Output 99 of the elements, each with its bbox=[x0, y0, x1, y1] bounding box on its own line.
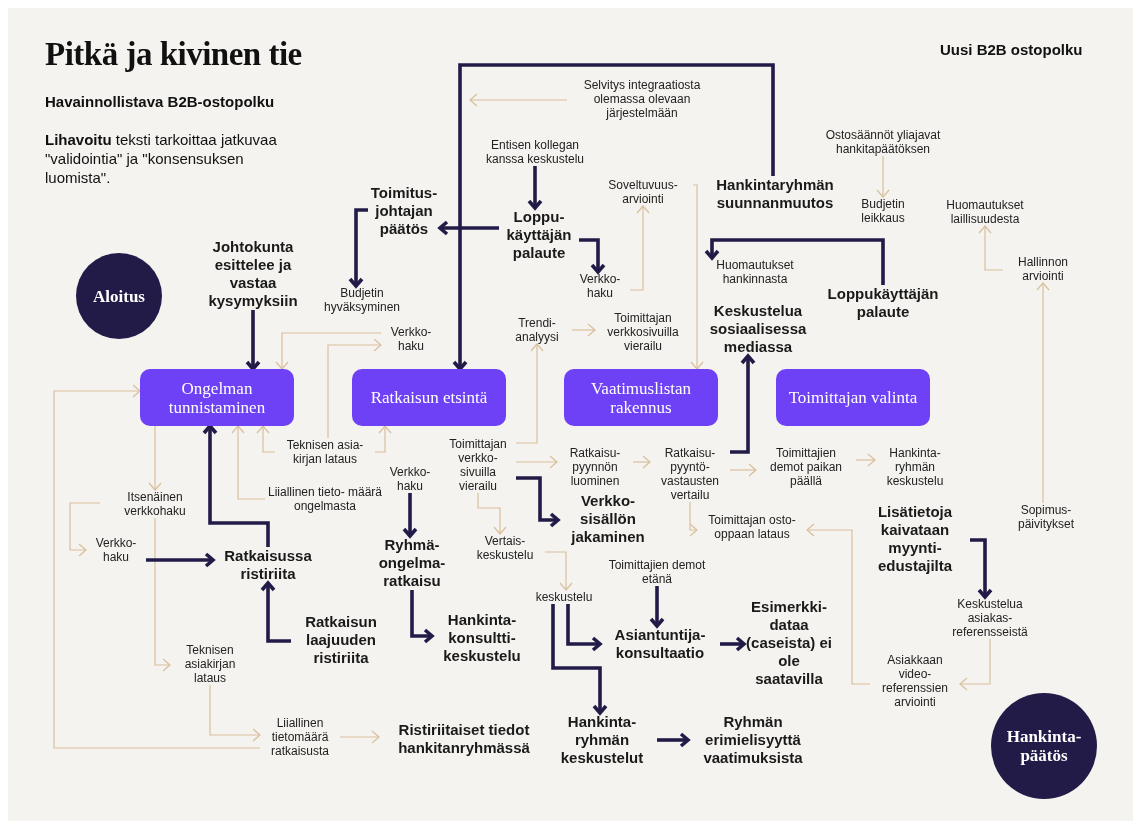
note-text: Lihavoitu teksti tarkoittaa jatkuvaa "validointia" ja "konsensuksen luomista". bbox=[45, 130, 278, 187]
step-text: Vertais- keskustelu bbox=[465, 534, 545, 562]
step-text: Selvitys integraatiosta olemassa olevaan järjestelmään bbox=[567, 78, 717, 120]
step-text: Verkko- haku bbox=[570, 272, 630, 300]
stage-box: Vaatimuslistan rakennus bbox=[564, 369, 718, 426]
arrow bbox=[720, 636, 746, 652]
arrow bbox=[579, 238, 606, 274]
step-text: Entisen kollegan kanssa keskustelu bbox=[482, 138, 588, 166]
step-text: Itsenäinen verkkohaku bbox=[100, 490, 210, 518]
arrow bbox=[146, 552, 215, 568]
step-text: Liiallinen tietomäärä ratkaisusta bbox=[260, 716, 340, 758]
arrow bbox=[729, 463, 757, 477]
validation-step-text: Hankinta- ryhmän keskustelut bbox=[547, 713, 657, 767]
arrow bbox=[704, 238, 885, 285]
arrow bbox=[544, 551, 573, 591]
arrow bbox=[202, 424, 270, 547]
step-text: Keskustelua asiakas- referensseistä bbox=[935, 597, 1045, 639]
step-text: Sopimus- päivitykset bbox=[1001, 503, 1091, 531]
arrow bbox=[452, 63, 775, 371]
arrow bbox=[515, 343, 544, 444]
arrow bbox=[1036, 282, 1050, 504]
arrow bbox=[978, 225, 1004, 271]
step-text: Ostosäännöt yliajavat hankitapäätöksen bbox=[808, 128, 958, 156]
arrow bbox=[154, 517, 171, 672]
subtitle-text: Uusi B2B ostopolku bbox=[940, 40, 1084, 59]
validation-step-text: Lisätietoja kaivataan myynti- edustajilta bbox=[860, 503, 970, 575]
step-text: Toimittajan verkkosivuilla vierailu bbox=[595, 311, 691, 353]
arrow bbox=[806, 523, 871, 685]
step-text: Asiakkaan video- referenssien arviointi bbox=[870, 653, 960, 709]
step-text: Toimittajien demot etänä bbox=[602, 558, 712, 586]
arrow bbox=[438, 220, 499, 236]
arrow bbox=[410, 590, 434, 644]
step-text: Toimittajan osto-oppaan lataus bbox=[697, 513, 807, 541]
arrow bbox=[209, 684, 261, 742]
stage-box: Toimittajan valinta bbox=[776, 369, 930, 426]
arrow bbox=[689, 501, 698, 537]
step-text: Teknisen asia- kirjan lataus bbox=[275, 438, 375, 466]
arrow bbox=[69, 502, 101, 557]
validation-step-text: Ryhmän erimielisyyttä vaatimuksista bbox=[688, 713, 818, 767]
arrow bbox=[571, 323, 596, 337]
arrow bbox=[256, 425, 276, 453]
arrow bbox=[148, 425, 162, 491]
step-text: Teknisen asiakirjan lataus bbox=[170, 643, 250, 685]
arrow bbox=[469, 93, 568, 107]
step-text: Toimittajan verkko- sivuilla vierailu bbox=[440, 437, 516, 493]
arrow bbox=[477, 492, 507, 535]
validation-step-text: Hankinta- konsultti- keskustelu bbox=[432, 611, 532, 665]
step-text: Hallinnon arviointi bbox=[1003, 255, 1083, 283]
validation-step-text: Esimerkki- dataa (caseista) ei ole saatavilla bbox=[744, 598, 834, 688]
step-text: Ratkaisu- pyynnön luominen bbox=[557, 446, 633, 488]
step-text: Toimittajien demot paikan päällä bbox=[756, 446, 856, 488]
arrow bbox=[657, 732, 690, 748]
arrow bbox=[629, 205, 650, 291]
arrow bbox=[959, 638, 991, 691]
validation-step-text: Loppu- käyttäjän palaute bbox=[499, 208, 579, 262]
validation-step-text: Hankintaryhmän suunnanmuutos bbox=[705, 176, 845, 212]
step-text: Soveltuvuus- arviointi bbox=[593, 178, 693, 206]
arrow bbox=[690, 184, 704, 370]
arrow bbox=[970, 538, 993, 599]
arrow bbox=[53, 384, 261, 749]
step-text: keskustelu bbox=[524, 590, 604, 604]
arrow bbox=[245, 310, 261, 371]
arrow bbox=[551, 604, 608, 715]
step-text: Budjetin leikkaus bbox=[848, 197, 918, 225]
step-text: Verkko- haku bbox=[383, 465, 437, 493]
arrow bbox=[516, 476, 560, 528]
arrow bbox=[855, 453, 876, 467]
arrow bbox=[566, 604, 602, 652]
stage-box: Ongelman tunnistaminen bbox=[140, 369, 294, 426]
stage-box: Ratkaisun etsintä bbox=[352, 369, 506, 426]
step-text: Trendi- analyysi bbox=[502, 316, 572, 344]
arrow bbox=[348, 208, 368, 288]
arrow bbox=[275, 332, 382, 370]
arrow bbox=[876, 155, 890, 198]
step-text: Huomautukset hankinnasta bbox=[705, 258, 805, 286]
arrow bbox=[374, 425, 392, 453]
step-text: Huomautukset laillisuudesta bbox=[930, 198, 1040, 226]
arrow bbox=[231, 425, 266, 500]
step-text: Liiallinen tieto- määrä ongelmasta bbox=[265, 485, 385, 513]
validation-step-text: Ryhmä- ongelma- ratkaisu bbox=[367, 536, 457, 590]
arrow bbox=[632, 455, 651, 469]
validation-step-text: Asiantuntija- konsultaatio bbox=[600, 626, 720, 662]
validation-step-text: Ratkaisussa ristiriita bbox=[213, 547, 323, 583]
arrow bbox=[649, 586, 665, 628]
step-text: Verkko- haku bbox=[86, 536, 146, 564]
arrow bbox=[515, 455, 558, 469]
arrow bbox=[402, 493, 418, 538]
title: Pitkä ja kivinen tie bbox=[45, 36, 302, 73]
subtitle-text: Havainnollistava B2B-ostopolku bbox=[45, 92, 276, 111]
arrow bbox=[260, 581, 291, 643]
step-text: Verkko- haku bbox=[381, 325, 441, 353]
arrow bbox=[527, 166, 543, 210]
step-text: Hankinta- ryhmän keskustelu bbox=[875, 446, 955, 488]
arrow bbox=[339, 730, 380, 744]
arrow bbox=[327, 338, 382, 439]
validation-step-text: Toimitus- johtajan päätös bbox=[368, 184, 440, 238]
arrow bbox=[730, 354, 756, 454]
validation-step-text: Ratkaisun laajuuden ristiriita bbox=[291, 613, 391, 667]
validation-step-text: Ristiriitaiset tiedot hankitanryhmässä bbox=[379, 721, 549, 757]
